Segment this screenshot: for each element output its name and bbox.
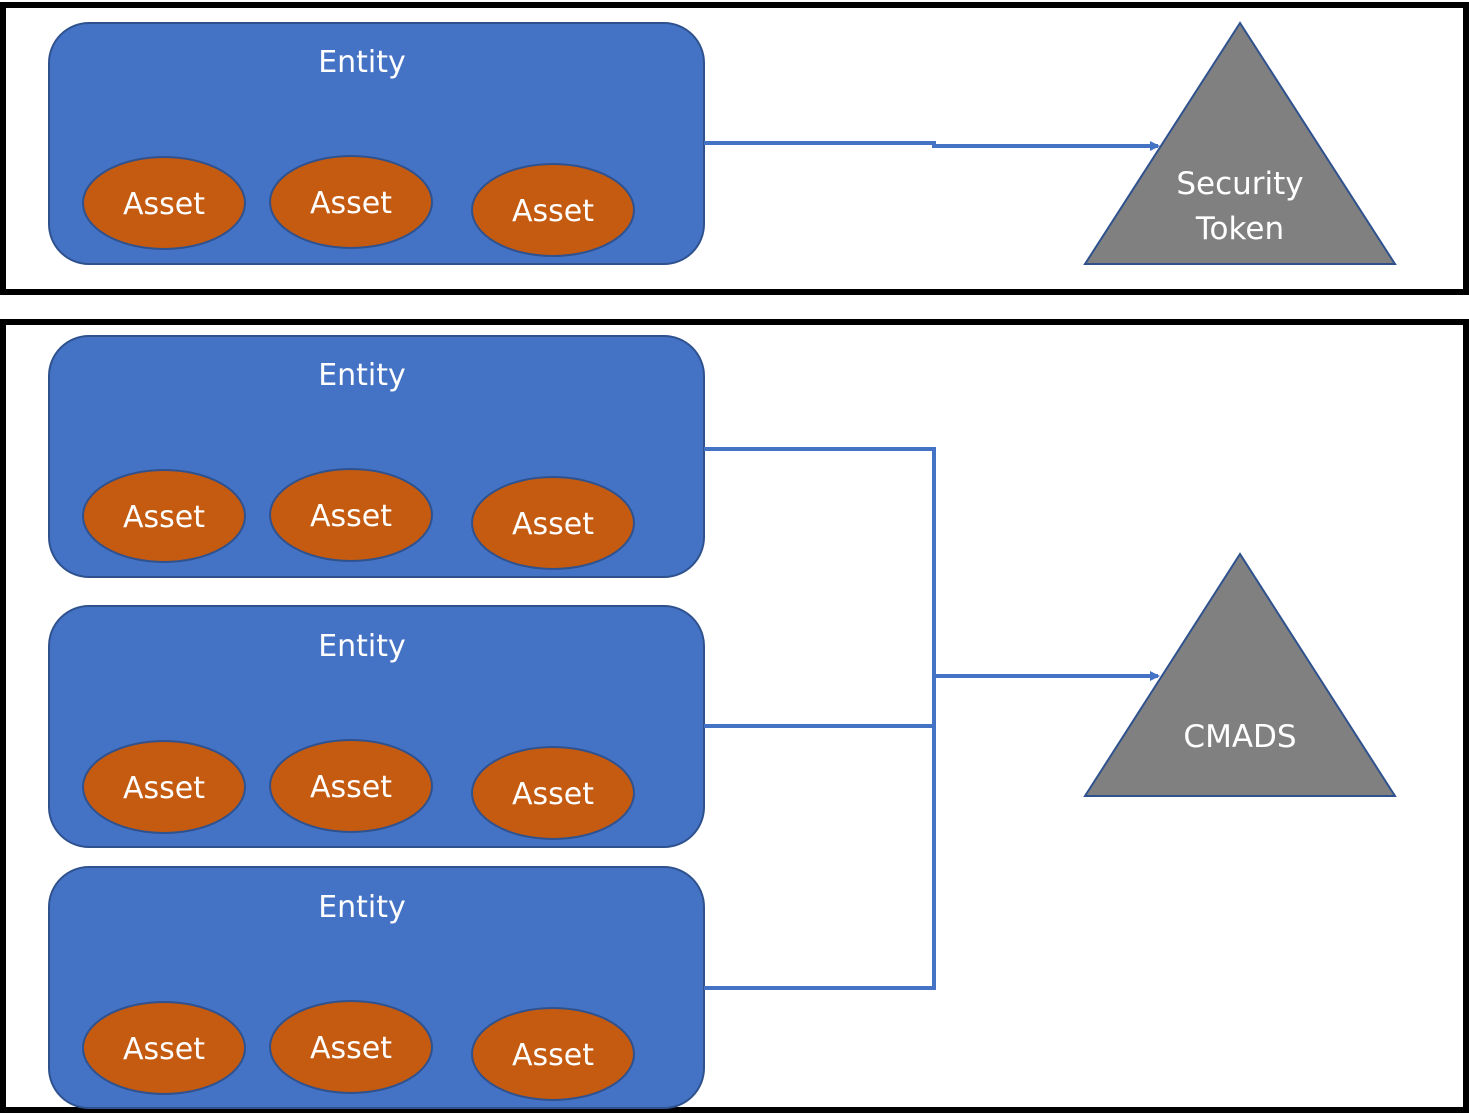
entity-to-token-arrow [704, 141, 1160, 151]
asset-node: Asset [269, 739, 433, 833]
top-panel: Entity Asset Asset Asset Security Token [0, 2, 1469, 295]
bottom-panel: Entity Asset Asset Asset Entity Asset [0, 319, 1469, 1113]
asset-node: Asset [82, 740, 246, 834]
asset-node: Asset [471, 163, 635, 257]
asset-label: Asset [310, 1031, 392, 1066]
asset-node: Asset [82, 469, 246, 563]
entity-label: Entity [318, 890, 406, 925]
asset-label: Asset [310, 186, 392, 221]
entity-box: Entity Asset Asset Asset [48, 335, 705, 578]
entity-label: Entity [318, 45, 406, 80]
asset-label: Asset [310, 770, 392, 805]
asset-label: Asset [310, 499, 392, 534]
asset-label: Asset [123, 1032, 205, 1067]
asset-node: Asset [82, 156, 246, 250]
asset-label: Asset [512, 1038, 594, 1073]
asset-label: Asset [512, 777, 594, 812]
entity-box: Entity Asset Asset Asset [48, 866, 705, 1109]
asset-label: Asset [123, 187, 205, 222]
asset-label: Asset [123, 500, 205, 535]
asset-node: Asset [471, 746, 635, 840]
entity-box: Entity Asset Asset Asset [48, 605, 705, 848]
asset-node: Asset [269, 468, 433, 562]
security-token-node: Security Token [1083, 21, 1397, 265]
entity-label: Entity [318, 629, 406, 664]
asset-node: Asset [82, 1001, 246, 1095]
entity-box: Entity Asset Asset Asset [48, 22, 705, 265]
asset-label: Asset [512, 194, 594, 229]
cmads-node: CMADS [1083, 552, 1397, 797]
asset-node: Asset [471, 1007, 635, 1101]
security-token-label-line1: Security [1176, 166, 1303, 202]
entity-label: Entity [318, 358, 406, 393]
asset-node: Asset [471, 476, 635, 570]
asset-label: Asset [512, 507, 594, 542]
asset-label: Asset [123, 771, 205, 806]
security-token-label-line2: Token [1195, 211, 1284, 247]
cmads-label: CMADS [1183, 719, 1296, 755]
asset-node: Asset [269, 1000, 433, 1094]
asset-node: Asset [269, 155, 433, 249]
